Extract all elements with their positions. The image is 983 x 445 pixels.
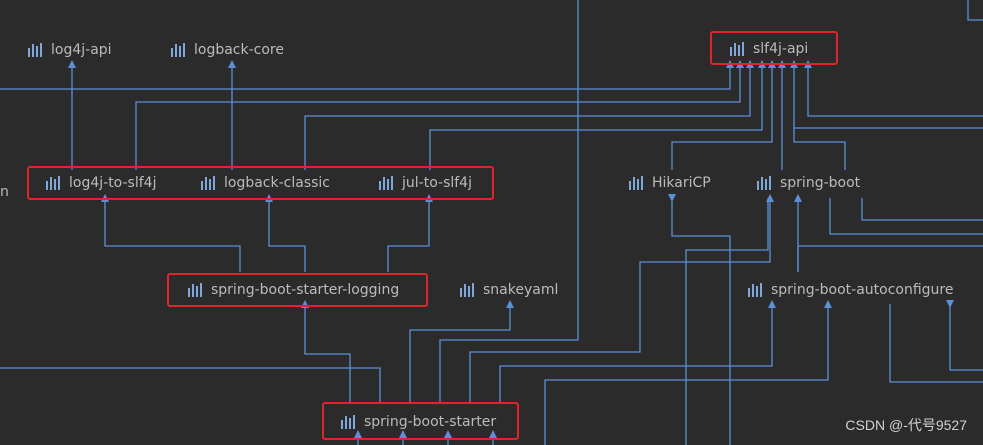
node-label: logback-core (194, 42, 284, 58)
watermark: CSDN @-代号9527 (845, 417, 967, 433)
edge-starter-logging-to-jul-to-slf4j (387, 194, 433, 272)
node-label: jul-to-slf4j (402, 175, 472, 191)
maven-library-icon (756, 175, 774, 191)
node-logback-core[interactable]: logback-core (170, 41, 284, 59)
node-label: spring-boot-starter (364, 414, 497, 430)
node-label: snakeyaml (483, 282, 559, 298)
node-label: log4j-api (51, 42, 112, 58)
edge-autoconfigure-right-down (946, 300, 983, 371)
node-slf4j-api[interactable]: slf4j-api (729, 40, 808, 58)
edge-hikaricp-down (668, 194, 731, 445)
edge-starter-logging-to-log4j-to-slf4j (101, 194, 241, 272)
node-label: log4j-to-slf4j (69, 175, 157, 191)
maven-library-icon (187, 282, 205, 298)
maven-library-icon (459, 282, 477, 298)
maven-library-icon (747, 282, 765, 298)
highlight-slf4j-api (710, 31, 838, 65)
edge-spring-boot-to-right (861, 198, 983, 221)
edge-autoconfigure-lower (889, 304, 983, 383)
maven-library-icon (170, 42, 188, 58)
node-spring-boot[interactable]: spring-boot (756, 174, 860, 192)
node-jul-to-slf4j[interactable]: jul-to-slf4j (378, 174, 472, 192)
maven-library-icon (200, 175, 218, 191)
node-snakeyaml[interactable]: snakeyaml (459, 281, 558, 299)
maven-library-icon (628, 175, 646, 191)
edge-vertical-right (967, 0, 983, 21)
edge-jul-to-slf4j-to-slf4j-api (429, 60, 766, 170)
maven-library-icon (729, 41, 747, 57)
edge-log4j-to-slf4j-to-slf4j-api (135, 60, 744, 170)
node-spring-boot-starter[interactable]: spring-boot-starter (340, 413, 496, 431)
node-log4j-api[interactable]: log4j-api (27, 41, 112, 59)
edge-spring-boot-group-to-slf4j-api (790, 60, 846, 170)
edge-starter-right-down (544, 300, 832, 445)
node-label: slf4j-api (753, 41, 809, 57)
edge-right-to-slf4j-api-1 (804, 60, 983, 117)
edge-starter-to-snakeyaml (409, 300, 514, 404)
edge-starter-left-in (0, 367, 381, 404)
maven-library-icon (45, 175, 63, 191)
node-label: logback-classic (224, 175, 331, 191)
edge-left-to-slf4j (0, 60, 734, 90)
highlight-logging-bridges (27, 166, 494, 200)
highlight-starter-logging (167, 273, 428, 307)
edge-starter-to-starter-logging (301, 300, 351, 404)
node-label: spring-boot-autoconfigure (771, 282, 954, 298)
edge-starter-to-autoconfigure-2 (499, 300, 776, 404)
node-spring-boot-autoconfigure[interactable]: spring-boot-autoconfigure (747, 281, 953, 299)
edge-spring-boot-lower (829, 198, 983, 235)
node-spring-boot-starter-logging[interactable]: spring-boot-starter-logging (187, 281, 399, 299)
maven-library-icon (27, 42, 45, 58)
node-hikaricp[interactable]: HikariCP (628, 174, 711, 192)
clipped-node-label: n (0, 184, 9, 200)
maven-library-icon (340, 414, 358, 430)
maven-library-icon (378, 175, 396, 191)
edge-starter-to-autoconfigure (469, 194, 774, 404)
edge-hikaricp-to-slf4j-api (671, 60, 776, 170)
edge-starter-logging-to-logback-classic (265, 194, 306, 272)
edge-logback-classic-to-slf4j-api (304, 60, 754, 170)
edge-starter-to-slf4j-top (439, 0, 579, 404)
edge-autoconfigure-to-spring-boot (797, 245, 983, 272)
node-label: spring-boot (780, 175, 861, 191)
highlight-spring-boot-starter (322, 402, 519, 440)
node-log4j-to-slf4j[interactable]: log4j-to-slf4j (45, 174, 156, 192)
edge-spring-boot-down-left (685, 198, 769, 445)
node-logback-classic[interactable]: logback-classic (200, 174, 330, 192)
node-label: HikariCP (652, 175, 711, 191)
node-label: spring-boot-starter-logging (211, 282, 400, 298)
